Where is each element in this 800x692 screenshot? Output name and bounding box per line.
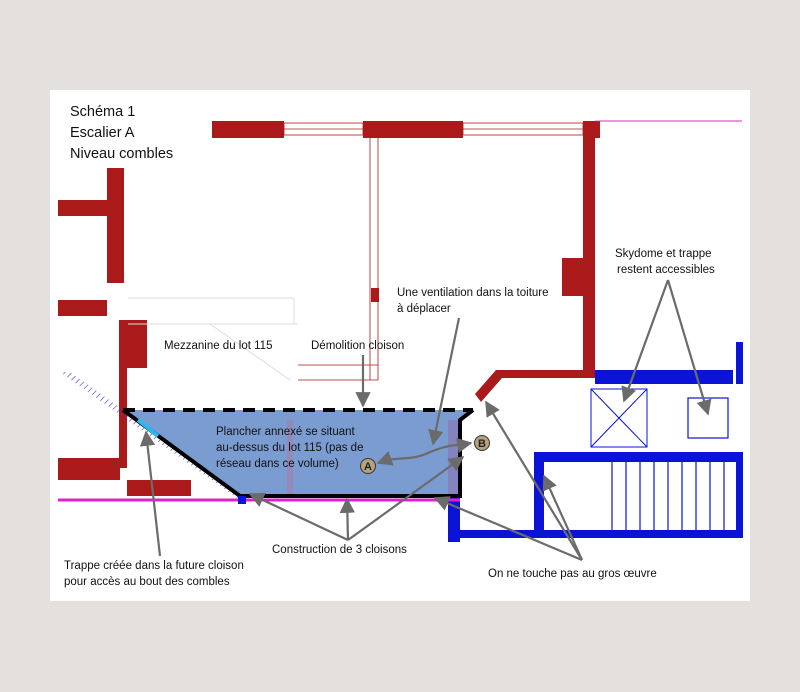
marker-b-label: B: [478, 438, 486, 450]
label-trappe-1: Trappe créée dans la future cloison: [64, 560, 244, 572]
label-ventilation-1: Une ventilation dans la toiture: [397, 287, 549, 299]
arrow-gros-oeuvre-2: [433, 496, 583, 562]
arrow-a-b: [376, 437, 473, 466]
stair-ghost: [128, 297, 298, 381]
label-ventilation-2: à déplacer: [397, 303, 451, 315]
label-gros-oeuvre: On ne touche pas au gros œuvre: [488, 568, 657, 580]
floor-plan: Schéma 1 Escalier A Niveau combles Mezza…: [58, 104, 743, 588]
blue-stub: [238, 496, 246, 504]
arrow-gros-oeuvre-1: [485, 400, 583, 561]
label-construction: Construction de 3 cloisons: [272, 544, 407, 556]
label-plancher-1: Plancher annexé se situant: [216, 426, 356, 438]
label-demolition: Démolition cloison: [311, 340, 404, 352]
title-line-1: Schéma 1: [70, 104, 135, 120]
roof-hatch: [687, 397, 729, 439]
arrow-gros-oeuvre-3: [542, 474, 584, 561]
title-line-3: Niveau combles: [70, 146, 173, 162]
label-skydome-2: restent accessibles: [617, 264, 715, 276]
marker-b: B: [474, 435, 490, 451]
new-partitions: [121, 408, 475, 498]
arrow-skydome-left: [621, 279, 670, 403]
leader-arrows: [139, 279, 712, 562]
arrow-construction-3: [347, 456, 465, 541]
label-plancher-3: réseau dans ce volume): [216, 458, 339, 470]
label-mezzanine: Mezzanine du lot 115: [164, 340, 272, 352]
arrow-construction-1: [248, 492, 349, 541]
arrow-skydome-right: [666, 279, 712, 416]
title-line-2: Escalier A: [70, 125, 135, 141]
marker-a-label: A: [364, 461, 372, 473]
marker-a: A: [360, 458, 376, 474]
arrow-ventilation: [428, 317, 461, 446]
annexed-floor: [123, 410, 473, 496]
stair-treads: [611, 462, 725, 530]
label-trappe-2: pour accès au bout des combles: [64, 576, 230, 588]
arrow-construction-2: [339, 497, 356, 541]
label-plancher-2: au-dessus du lot 115 (pas de: [216, 442, 363, 454]
red-walls: [58, 121, 600, 496]
label-skydome-1: Skydome et trappe: [615, 248, 712, 260]
partition-trace: [287, 420, 293, 496]
arrow-trappe: [139, 430, 162, 557]
plan-sheet: Schéma 1 Escalier A Niveau combles Mezza…: [50, 90, 750, 601]
skydome: [590, 388, 648, 448]
